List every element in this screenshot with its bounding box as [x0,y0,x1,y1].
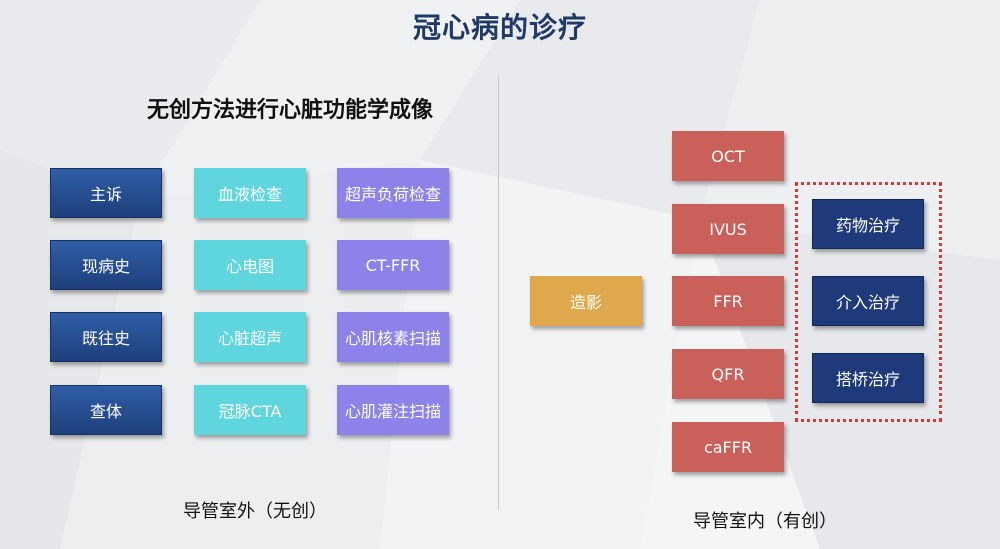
stress-echo-box: 超声负荷检查 [337,168,449,218]
physical-exam-box: 查体 [50,385,162,435]
left-caption: 导管室外（无创） [183,501,327,522]
divider [498,75,499,510]
blood-test-box: 血液检查 [194,168,306,218]
chief-complaint-box: 主诉 [50,168,162,218]
ct-ffr-box: CT-FFR [337,240,449,290]
treatment-highlight-frame [795,182,942,422]
coronary-cta-box: 冠脉CTA [194,385,306,435]
present-illness-box: 现病史 [50,240,162,290]
ecg-box: 心电图 [194,240,306,290]
interventional-therapy-box: 介入治疗 [812,276,924,326]
nuclear-scan-box: 心肌核素扫描 [337,312,449,362]
caffr-box: caFFR [672,422,784,472]
qfr-box: QFR [672,349,784,399]
perfusion-scan-box: 心肌灌注扫描 [337,385,449,435]
page-title: 冠心病的诊疗 [412,11,587,44]
echocardiogram-box: 心脏超声 [194,312,306,362]
oct-box: OCT [672,131,784,181]
ffr-box: FFR [672,276,784,326]
past-history-box: 既往史 [50,312,162,362]
ivus-box: IVUS [672,204,784,254]
section-heading: 无创方法进行心脏功能学成像 [146,98,433,123]
drug-therapy-box: 药物治疗 [812,199,924,249]
right-caption: 导管室内（有创） [693,511,837,532]
bypass-surgery-box: 搭桥治疗 [812,353,924,403]
angiography-box: 造影 [530,276,642,326]
